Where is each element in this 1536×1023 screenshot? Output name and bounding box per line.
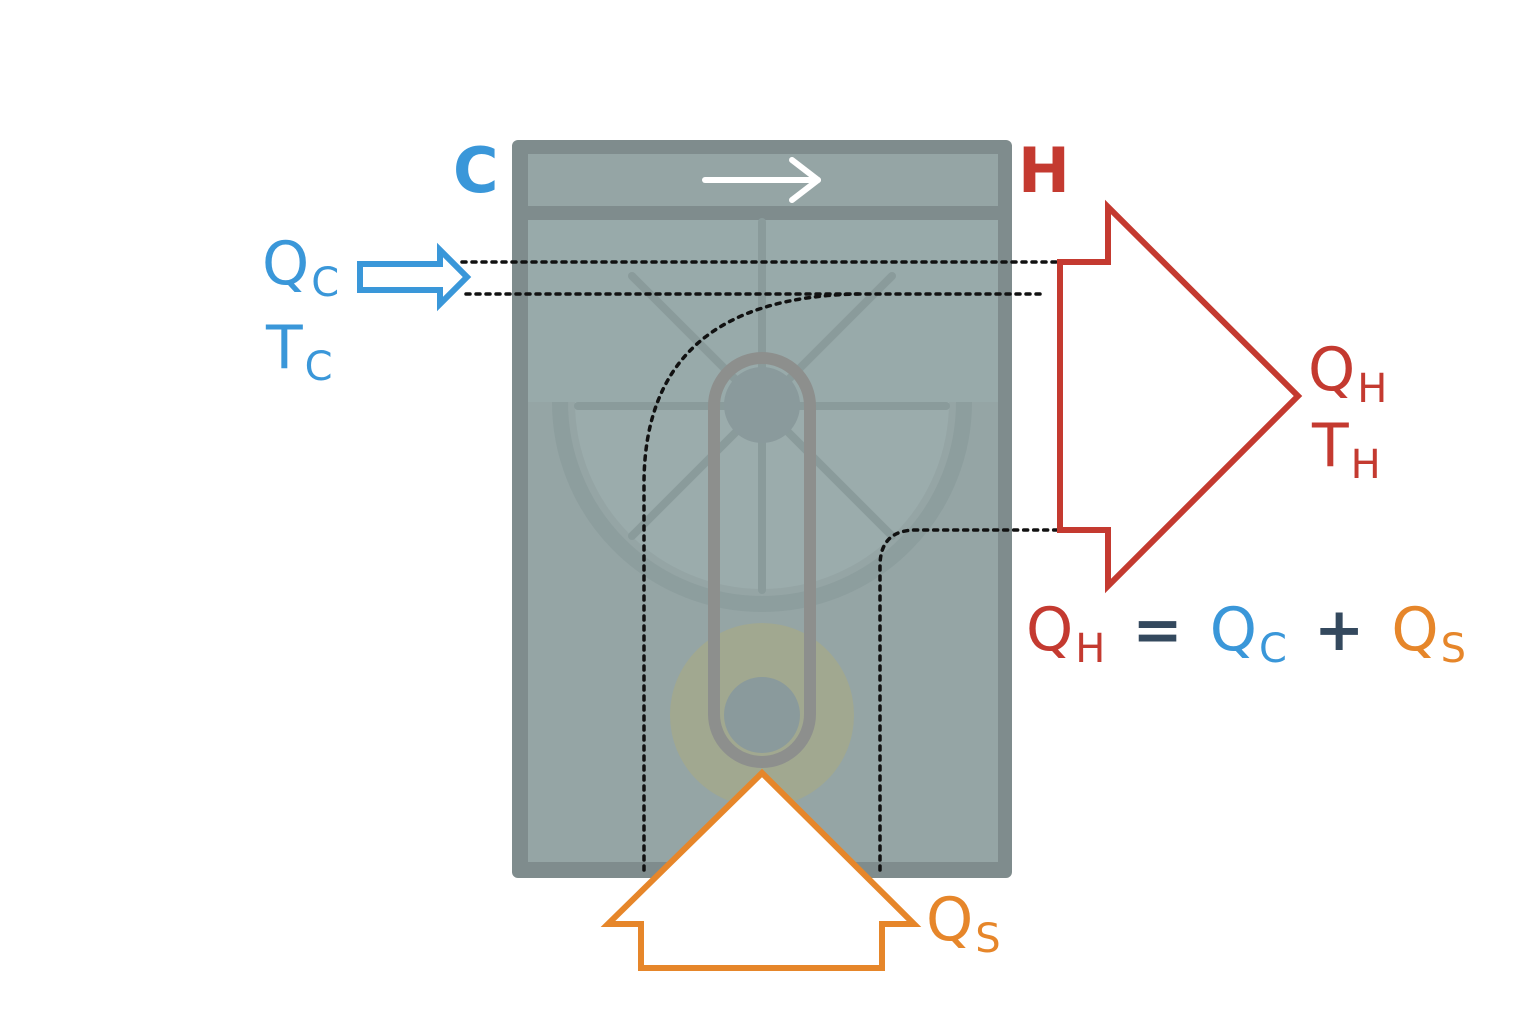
flow-direction-arrow	[702, 157, 821, 203]
qs-label: QS	[926, 885, 1001, 962]
equation-qs: QS	[1391, 595, 1466, 672]
equation-qc: QC	[1209, 595, 1287, 672]
cold-heat-input-arrow	[357, 242, 472, 312]
qh-label: QH	[1308, 335, 1388, 412]
equation-qh: QH	[1026, 595, 1106, 672]
cold-side-label: C	[453, 134, 499, 207]
hot-side-label: H	[1018, 134, 1070, 207]
hot-heat-output-arrow	[1057, 199, 1303, 594]
equation-plus: +	[1314, 595, 1365, 665]
source-heat-input-arrow	[600, 768, 922, 971]
drive-belt	[708, 352, 816, 768]
dotted-flow-lines	[460, 260, 1060, 872]
tc-label: TC	[266, 313, 333, 390]
wheel-rim	[552, 401, 972, 612]
lower-pivot	[724, 677, 800, 753]
upper-pivot	[724, 367, 800, 443]
qc-label: QC	[262, 229, 340, 306]
th-label: TH	[1312, 411, 1381, 488]
energy-balance-equation: QH = QC + QS	[1026, 600, 1466, 669]
equation-equals: =	[1132, 595, 1183, 665]
